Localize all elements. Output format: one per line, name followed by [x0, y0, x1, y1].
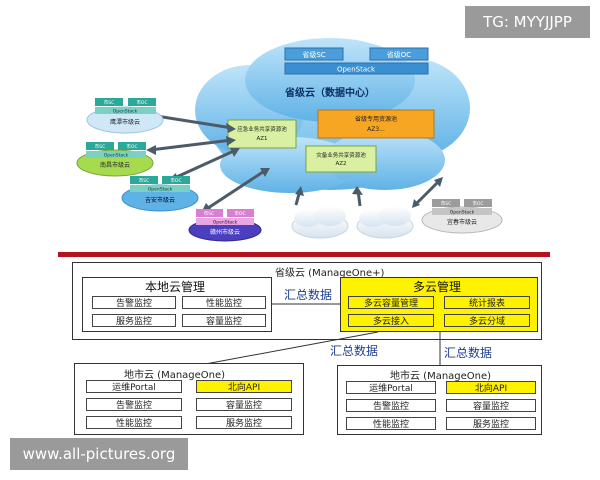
dedicated-pool-label: 省级专用资源池 — [355, 115, 397, 123]
left-service-monitor: 服务监控 — [196, 416, 292, 429]
left-ops-portal: 运维Portal — [86, 380, 182, 393]
white-cloud-right — [356, 206, 414, 239]
city-name-jian: 吉安市级云 — [145, 196, 175, 204]
city-openstack-label: OpenStack — [148, 187, 173, 193]
right-capacity-monitor: 容量监控 — [446, 399, 536, 412]
city-openstack-label: OpenStack — [113, 109, 138, 115]
city-cloud-nanchang: 市SC 市OC OpenStack 南昌市级云 — [76, 142, 154, 177]
multi-cloud-domain: 多云分域 — [444, 314, 530, 327]
watermark-bottom: www.all-pictures.org — [10, 438, 188, 470]
local-capacity-monitor: 容量监控 — [182, 314, 266, 327]
city-sc-label: 市SC — [441, 200, 452, 207]
right-ops-portal: 运维Portal — [346, 381, 436, 394]
az1-code: AZ1 — [256, 136, 267, 142]
city-sc-label: 市SC — [204, 210, 215, 217]
local-alarm-monitor: 告警监控 — [92, 296, 176, 309]
local-perf-monitor: 性能监控 — [182, 296, 266, 309]
multi-cloud-access: 多云接入 — [348, 314, 434, 327]
az2-label: 灾备业务共享资源池 — [316, 151, 366, 159]
city-manageone-left-title: 地市云 (ManageOne) — [124, 370, 226, 381]
province-manageone-title: 省级云 (ManageOne+) — [275, 268, 385, 279]
section-divider — [58, 252, 550, 257]
city-name-yichun: 宜春市级云 — [447, 218, 477, 226]
city-oc-label: 市OC — [472, 200, 483, 207]
city-oc-label: 市OC — [136, 99, 147, 106]
left-northbound-api: 北向API — [196, 380, 292, 393]
multi-cloud-mgmt-title: 多云管理 — [413, 280, 462, 294]
left-capacity-monitor: 容量监控 — [196, 398, 292, 411]
city-cloud-jian: 市SC 市OC OpenStack 吉安市级云 — [121, 176, 199, 212]
city-sc-label: 市SC — [104, 99, 115, 106]
right-perf-monitor: 性能监控 — [346, 417, 436, 430]
province-openstack-label: OpenStack — [337, 66, 376, 74]
city-oc-label: 市OC — [234, 210, 245, 217]
local-cloud-mgmt-title: 本地云管理 — [145, 280, 206, 294]
city-openstack-label: OpenStack — [104, 153, 129, 159]
left-alarm-monitor: 告警监控 — [86, 398, 182, 411]
white-cloud-left — [291, 206, 349, 239]
province-cloud-title: 省级云（数据中心） — [284, 86, 375, 99]
left-perf-monitor: 性能监控 — [86, 416, 182, 429]
summary-data-label-top: 汇总数据 — [284, 288, 333, 302]
city-cloud-yingtan: 市SC 市OC OpenStack 鹰潭市级云 — [86, 98, 164, 134]
watermark-top: TG: MYYJJPP — [465, 6, 590, 38]
province-sc-label: 省级SC — [302, 50, 325, 59]
summary-data-label-left: 汇总数据 — [330, 344, 379, 358]
city-openstack-label: OpenStack — [450, 210, 475, 216]
multi-stat-report: 统计报表 — [444, 296, 530, 309]
city-sc-label: 市SC — [139, 177, 150, 184]
city-manageone-right-title: 地市云 (ManageOne) — [390, 371, 492, 382]
az1-label: 应急业务共享资源池 — [237, 125, 287, 133]
city-cloud-yichun: 市SC 市OC OpenStack 宜春市级云 — [421, 199, 503, 234]
summary-data-label-right: 汇总数据 — [444, 346, 493, 360]
city-cloud-ganzhou: 市SC 市OC OpenStack 赣州市级云 — [188, 209, 262, 242]
city-openstack-label: OpenStack — [213, 220, 238, 226]
province-oc-label: 省级OC — [387, 50, 412, 59]
multi-capacity-mgmt: 多云容量管理 — [348, 296, 434, 309]
right-northbound-api: 北向API — [446, 381, 536, 394]
right-service-monitor: 服务监控 — [446, 417, 536, 430]
az2-code: AZ2 — [335, 161, 346, 167]
right-alarm-monitor: 告警监控 — [346, 399, 436, 412]
cloud-topology-diagram: 省级SC 省级OC OpenStack 省级云（数据中心） 应急业务共享资源池 … — [76, 38, 503, 242]
city-oc-label: 市OC — [126, 143, 137, 150]
local-service-monitor: 服务监控 — [92, 314, 176, 327]
city-name-ganzhou: 赣州市级云 — [210, 228, 240, 236]
city-name-yingtan: 鹰潭市级云 — [110, 118, 140, 126]
city-oc-label: 市OC — [170, 177, 181, 184]
connection-arrows — [149, 113, 442, 212]
city-sc-label: 市SC — [95, 143, 106, 150]
dedicated-pool-code: AZ3... — [367, 126, 385, 133]
city-name-nanchang: 南昌市级云 — [100, 161, 130, 169]
